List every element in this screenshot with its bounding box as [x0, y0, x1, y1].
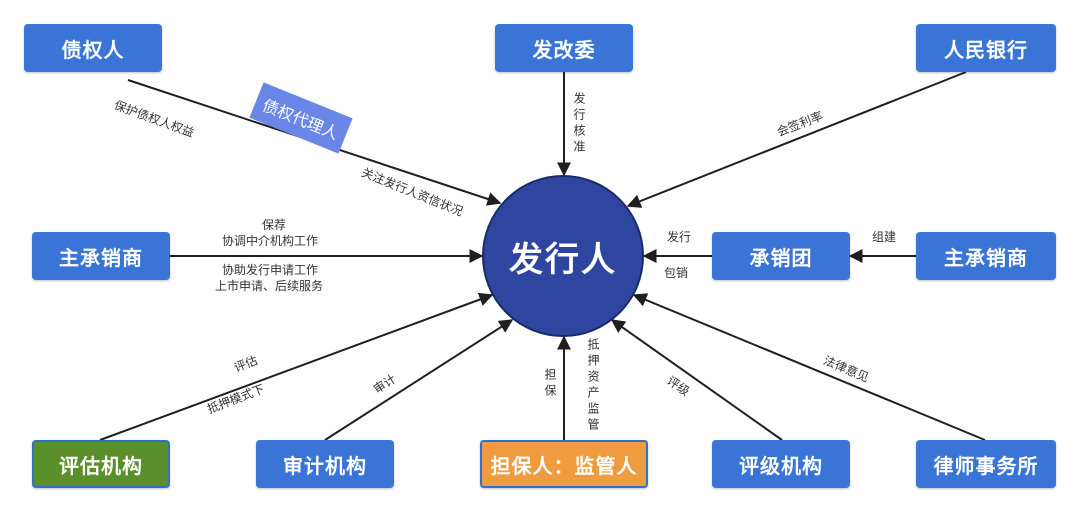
label-approve: 发行核准 — [572, 92, 586, 156]
label-form: 组建 — [872, 230, 897, 244]
node-syndicate: 承销团 — [712, 232, 850, 280]
label-assist-1: 协助发行申请工作 — [222, 263, 319, 277]
node-issuer: 发行人 — [482, 175, 644, 337]
node-appraisal: 评估机构 — [32, 440, 170, 488]
node-pboc: 人民银行 — [916, 24, 1056, 72]
label-sponsor-1: 保荐 — [262, 218, 287, 232]
node-lead-underwriter-left: 主承销商 — [32, 232, 170, 280]
label-assist-2: 上市申请、后续服务 — [215, 279, 324, 293]
edge-audit-to-issuer — [324, 319, 514, 441]
node-audit: 审计机构 — [256, 440, 394, 488]
edge-appraisal-to-issuer — [99, 292, 494, 441]
node-lead-underwriter-right: 主承销商 — [916, 232, 1056, 280]
edge-lawfirm-to-issuer — [632, 293, 986, 441]
node-guarantor: 担保人：监管人 — [480, 440, 648, 488]
node-ndrc: 发改委 — [495, 24, 633, 72]
label-collateral-supervise: 抵押资产监管 — [586, 338, 600, 434]
node-creditor: 债权人 — [24, 24, 162, 72]
edge-rating-to-issuer — [610, 319, 783, 441]
label-issue: 发行 — [667, 230, 692, 244]
label-sponsor-2: 协调中介机构工作 — [222, 234, 319, 248]
node-rating: 评级机构 — [712, 440, 850, 488]
label-underwrite: 包销 — [664, 266, 689, 280]
node-law-firm: 律师事务所 — [916, 440, 1056, 488]
label-guarantee: 担保 — [543, 368, 557, 400]
edge-pboc-to-issuer — [626, 71, 967, 208]
